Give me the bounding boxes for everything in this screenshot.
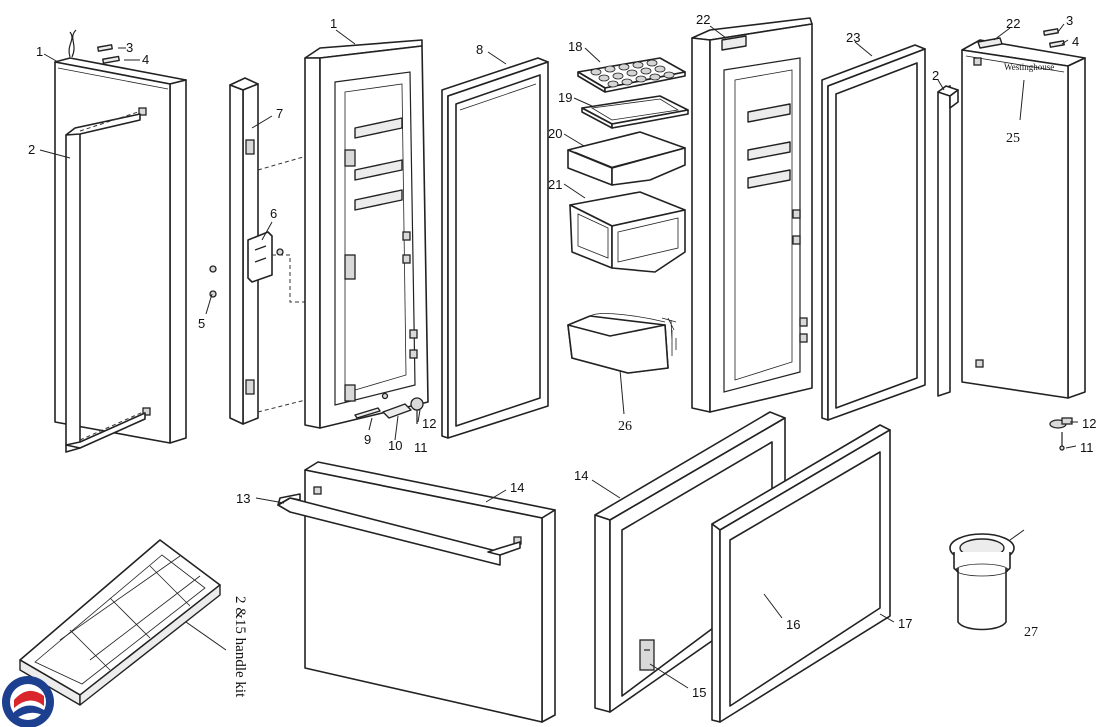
left-door-handle <box>65 111 146 453</box>
label-23: 23 <box>846 30 860 45</box>
label-14b: 14 <box>574 468 588 483</box>
label-21: 21 <box>548 177 562 192</box>
label-3: 3 <box>126 40 133 55</box>
label-20: 20 <box>548 126 562 141</box>
label-19: 19 <box>558 90 572 105</box>
label-12: 12 <box>422 416 436 431</box>
label-22b: 22 <box>1006 16 1020 31</box>
label-25: 25 <box>1006 131 1020 146</box>
label-10: 10 <box>388 438 402 453</box>
label-1: 1 <box>36 44 43 59</box>
callout-labels: 1 2 3 4 5 6 7 1 8 9 10 11 12 18 19 20 21… <box>28 12 1096 700</box>
door-gasket-8 <box>441 57 549 439</box>
label-13: 13 <box>236 491 250 506</box>
label-22: 22 <box>696 12 710 27</box>
left-freezer-door <box>54 29 187 444</box>
leader-lines <box>39 23 1078 689</box>
screws-3-4 <box>97 44 120 64</box>
label-2b: 2 <box>932 68 939 83</box>
door-bin-26 <box>567 313 677 415</box>
hinge-pin-12-11 <box>1049 417 1073 451</box>
drawer-front-door <box>304 461 556 723</box>
shelf-cover-19 <box>581 95 689 129</box>
brand-logo <box>2 676 54 727</box>
drawer-gasket-17 <box>711 424 891 723</box>
label-11: 11 <box>414 440 428 455</box>
label-4: 4 <box>142 52 149 67</box>
door-bin-21 <box>569 191 686 273</box>
door-gasket-23 <box>821 44 926 421</box>
label-3b: 3 <box>1066 13 1073 28</box>
label-5: 5 <box>198 316 205 331</box>
label-27: 27 <box>1024 625 1038 640</box>
door-bin-20 <box>567 131 686 186</box>
label-17: 17 <box>898 616 912 631</box>
label-2: 2 <box>28 142 35 157</box>
label-8: 8 <box>476 42 483 57</box>
hinge-bracket-strip <box>209 77 346 425</box>
label-9: 9 <box>364 432 371 447</box>
screws-right-3-4 <box>1043 28 1065 48</box>
label-14: 14 <box>510 480 524 495</box>
label-6: 6 <box>270 206 277 221</box>
brand-text: Westinghouse <box>1004 62 1054 72</box>
egg-tray-18 <box>577 57 686 93</box>
door-inner-liner-left <box>304 39 429 429</box>
label-11b: 11 <box>1080 440 1094 455</box>
label-4b: 4 <box>1072 34 1079 49</box>
drawer-handle-13 <box>277 493 521 566</box>
label-16: 16 <box>786 617 800 632</box>
label-26: 26 <box>618 419 632 434</box>
label-7: 7 <box>276 106 283 121</box>
label-15: 15 <box>692 685 706 700</box>
door-inner-liner-right <box>691 17 813 413</box>
right-fresh-door <box>961 37 1086 399</box>
handle-kit-illustration <box>19 539 227 706</box>
label-12b: 12 <box>1082 416 1096 431</box>
right-door-handle <box>937 85 959 397</box>
water-filter-27 <box>949 533 1015 631</box>
handle-kit-label: 2 &15 handle kit <box>232 596 248 698</box>
label-18: 18 <box>568 39 582 54</box>
label-1b: 1 <box>330 16 337 31</box>
